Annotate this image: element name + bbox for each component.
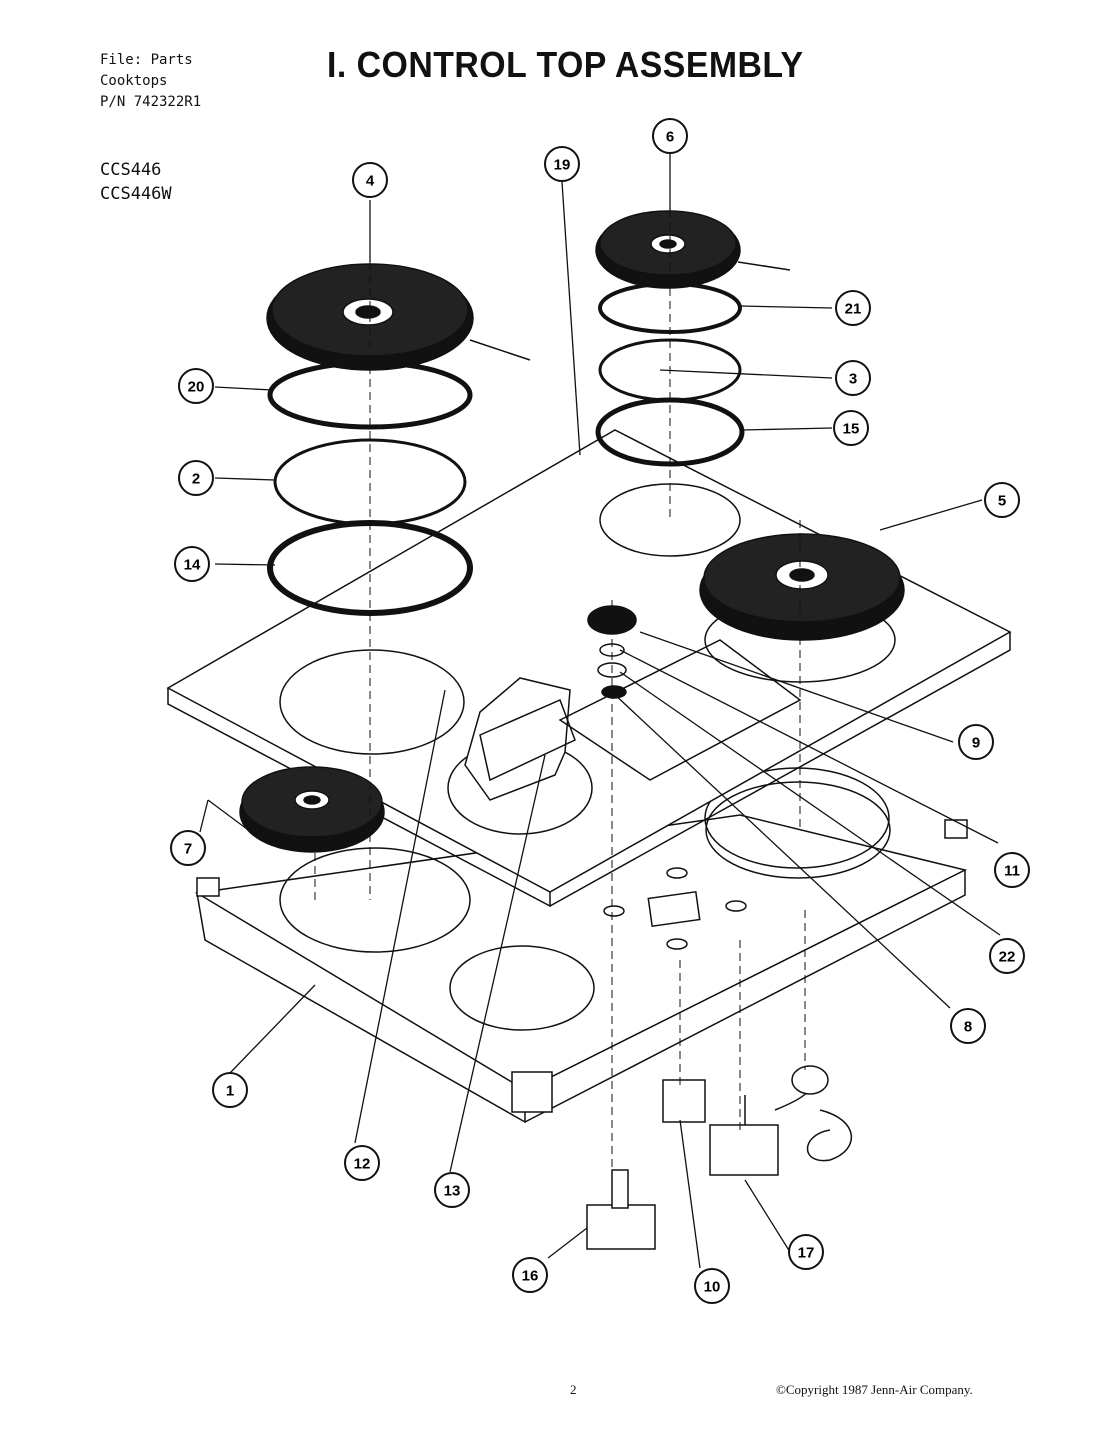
callout-11: 11 xyxy=(994,852,1030,888)
callout-14: 14 xyxy=(174,546,210,582)
callout-2: 2 xyxy=(178,460,214,496)
model-number: CCS446W xyxy=(100,184,172,204)
callout-4: 4 xyxy=(352,162,388,198)
surface-element-large-right xyxy=(699,533,905,641)
thermostat-17 xyxy=(709,1065,853,1176)
callout-6: 6 xyxy=(652,118,688,154)
model-number: CCS446 xyxy=(100,160,162,180)
callout-label: 6 xyxy=(666,129,674,146)
callout-label: 20 xyxy=(188,379,205,396)
file-info: File: Parts Cooktops P/N 742322R1 xyxy=(100,50,201,113)
callout-7: 7 xyxy=(170,830,206,866)
callout-label: 15 xyxy=(843,421,860,438)
surface-element-top-right xyxy=(595,210,791,289)
callout-label: 4 xyxy=(366,173,375,190)
callout-15: 15 xyxy=(833,410,869,446)
callout-label: 1 xyxy=(226,1083,234,1100)
callout-label: 2 xyxy=(192,471,200,488)
callout-label: 17 xyxy=(798,1245,815,1262)
callout-label: 19 xyxy=(554,157,571,174)
callout-label: 13 xyxy=(444,1183,461,1200)
callout-16: 16 xyxy=(512,1257,548,1293)
ring-20 xyxy=(267,360,473,430)
surface-element-small-left xyxy=(239,766,385,853)
callout-20: 20 xyxy=(178,368,214,404)
callout-12: 12 xyxy=(344,1145,380,1181)
callout-5: 5 xyxy=(984,482,1020,518)
relay-10 xyxy=(662,1079,706,1123)
infinite-switch-16 xyxy=(586,1169,656,1250)
callout-8: 8 xyxy=(950,1008,986,1044)
callout-label: 8 xyxy=(964,1019,972,1036)
callout-19: 19 xyxy=(544,146,580,182)
file-label: File: Parts xyxy=(100,52,193,68)
callout-label: 14 xyxy=(184,557,201,574)
part-number-label: P/N 742322R1 xyxy=(100,94,202,110)
callout-22: 22 xyxy=(989,938,1025,974)
callout-label: 5 xyxy=(998,493,1006,510)
callout-label: 10 xyxy=(704,1279,721,1296)
callout-10: 10 xyxy=(694,1268,730,1304)
page-title: I. CONTROL TOP ASSEMBLY xyxy=(327,44,804,85)
callout-label: 3 xyxy=(849,371,857,388)
callout-21: 21 xyxy=(835,290,871,326)
callout-9: 9 xyxy=(958,724,994,760)
copyright-notice: ©Copyright 1987 Jenn-Air Company. xyxy=(776,1382,973,1397)
washer xyxy=(597,662,627,678)
callout-label: 7 xyxy=(184,841,192,858)
callout-3: 3 xyxy=(835,360,871,396)
category-label: Cooktops xyxy=(100,73,168,89)
callout-label: 12 xyxy=(354,1156,371,1173)
callout-17: 17 xyxy=(788,1234,824,1270)
callout-label: 11 xyxy=(1004,863,1020,880)
callout-13: 13 xyxy=(434,1172,470,1208)
surface-element-large-left xyxy=(266,263,531,371)
callout-label: 9 xyxy=(972,735,980,752)
callout-label: 22 xyxy=(999,949,1016,966)
callout-label: 21 xyxy=(845,301,862,318)
page-number: 2 xyxy=(570,1382,577,1397)
bezel-ring xyxy=(601,685,627,699)
callout-label: 16 xyxy=(522,1268,539,1285)
callout-1: 1 xyxy=(212,1072,248,1108)
model-list: CCS446 CCS446W xyxy=(100,158,172,206)
